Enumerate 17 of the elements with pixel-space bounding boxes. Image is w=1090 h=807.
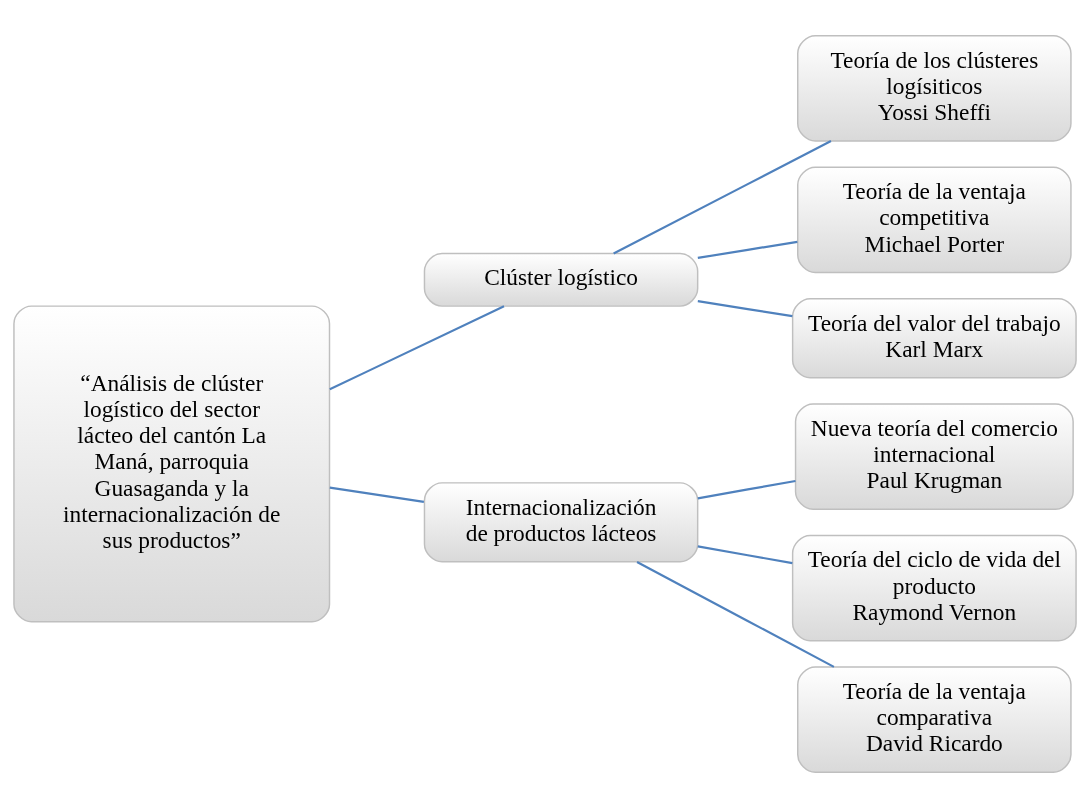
connector (329, 486, 425, 503)
node-box: Teoría del valor del trabajo Karl Marx (791, 297, 1077, 378)
connector (613, 139, 832, 254)
connector (697, 240, 798, 259)
node-box: Clúster logístico (423, 252, 699, 307)
node-box: Teoría del ciclo de vida del producto Raymond Vernon (791, 534, 1077, 641)
connector (697, 544, 793, 564)
node-box: Teoría de la ventaja comparativa David Ricardo (797, 665, 1072, 773)
connector (636, 560, 835, 668)
connector (697, 299, 793, 317)
node-box: Internacionalización de productos lácteos (423, 481, 699, 562)
connector (329, 304, 505, 390)
node-box: Teoría de la ventaja competitiva Michael Porter (797, 166, 1072, 273)
node-box: Nueva teoría del comercio internacional Paul Krugman (794, 402, 1074, 510)
node-box: “Análisis de clúster logístico del sector lácteo del cantón La Maná, parroquia Guasaganda y la internacionalización de sus productos” (13, 304, 331, 622)
connector (697, 479, 796, 499)
node-box: Teoría de los clústeres logísiticos Yossi Sheffi (797, 34, 1072, 142)
